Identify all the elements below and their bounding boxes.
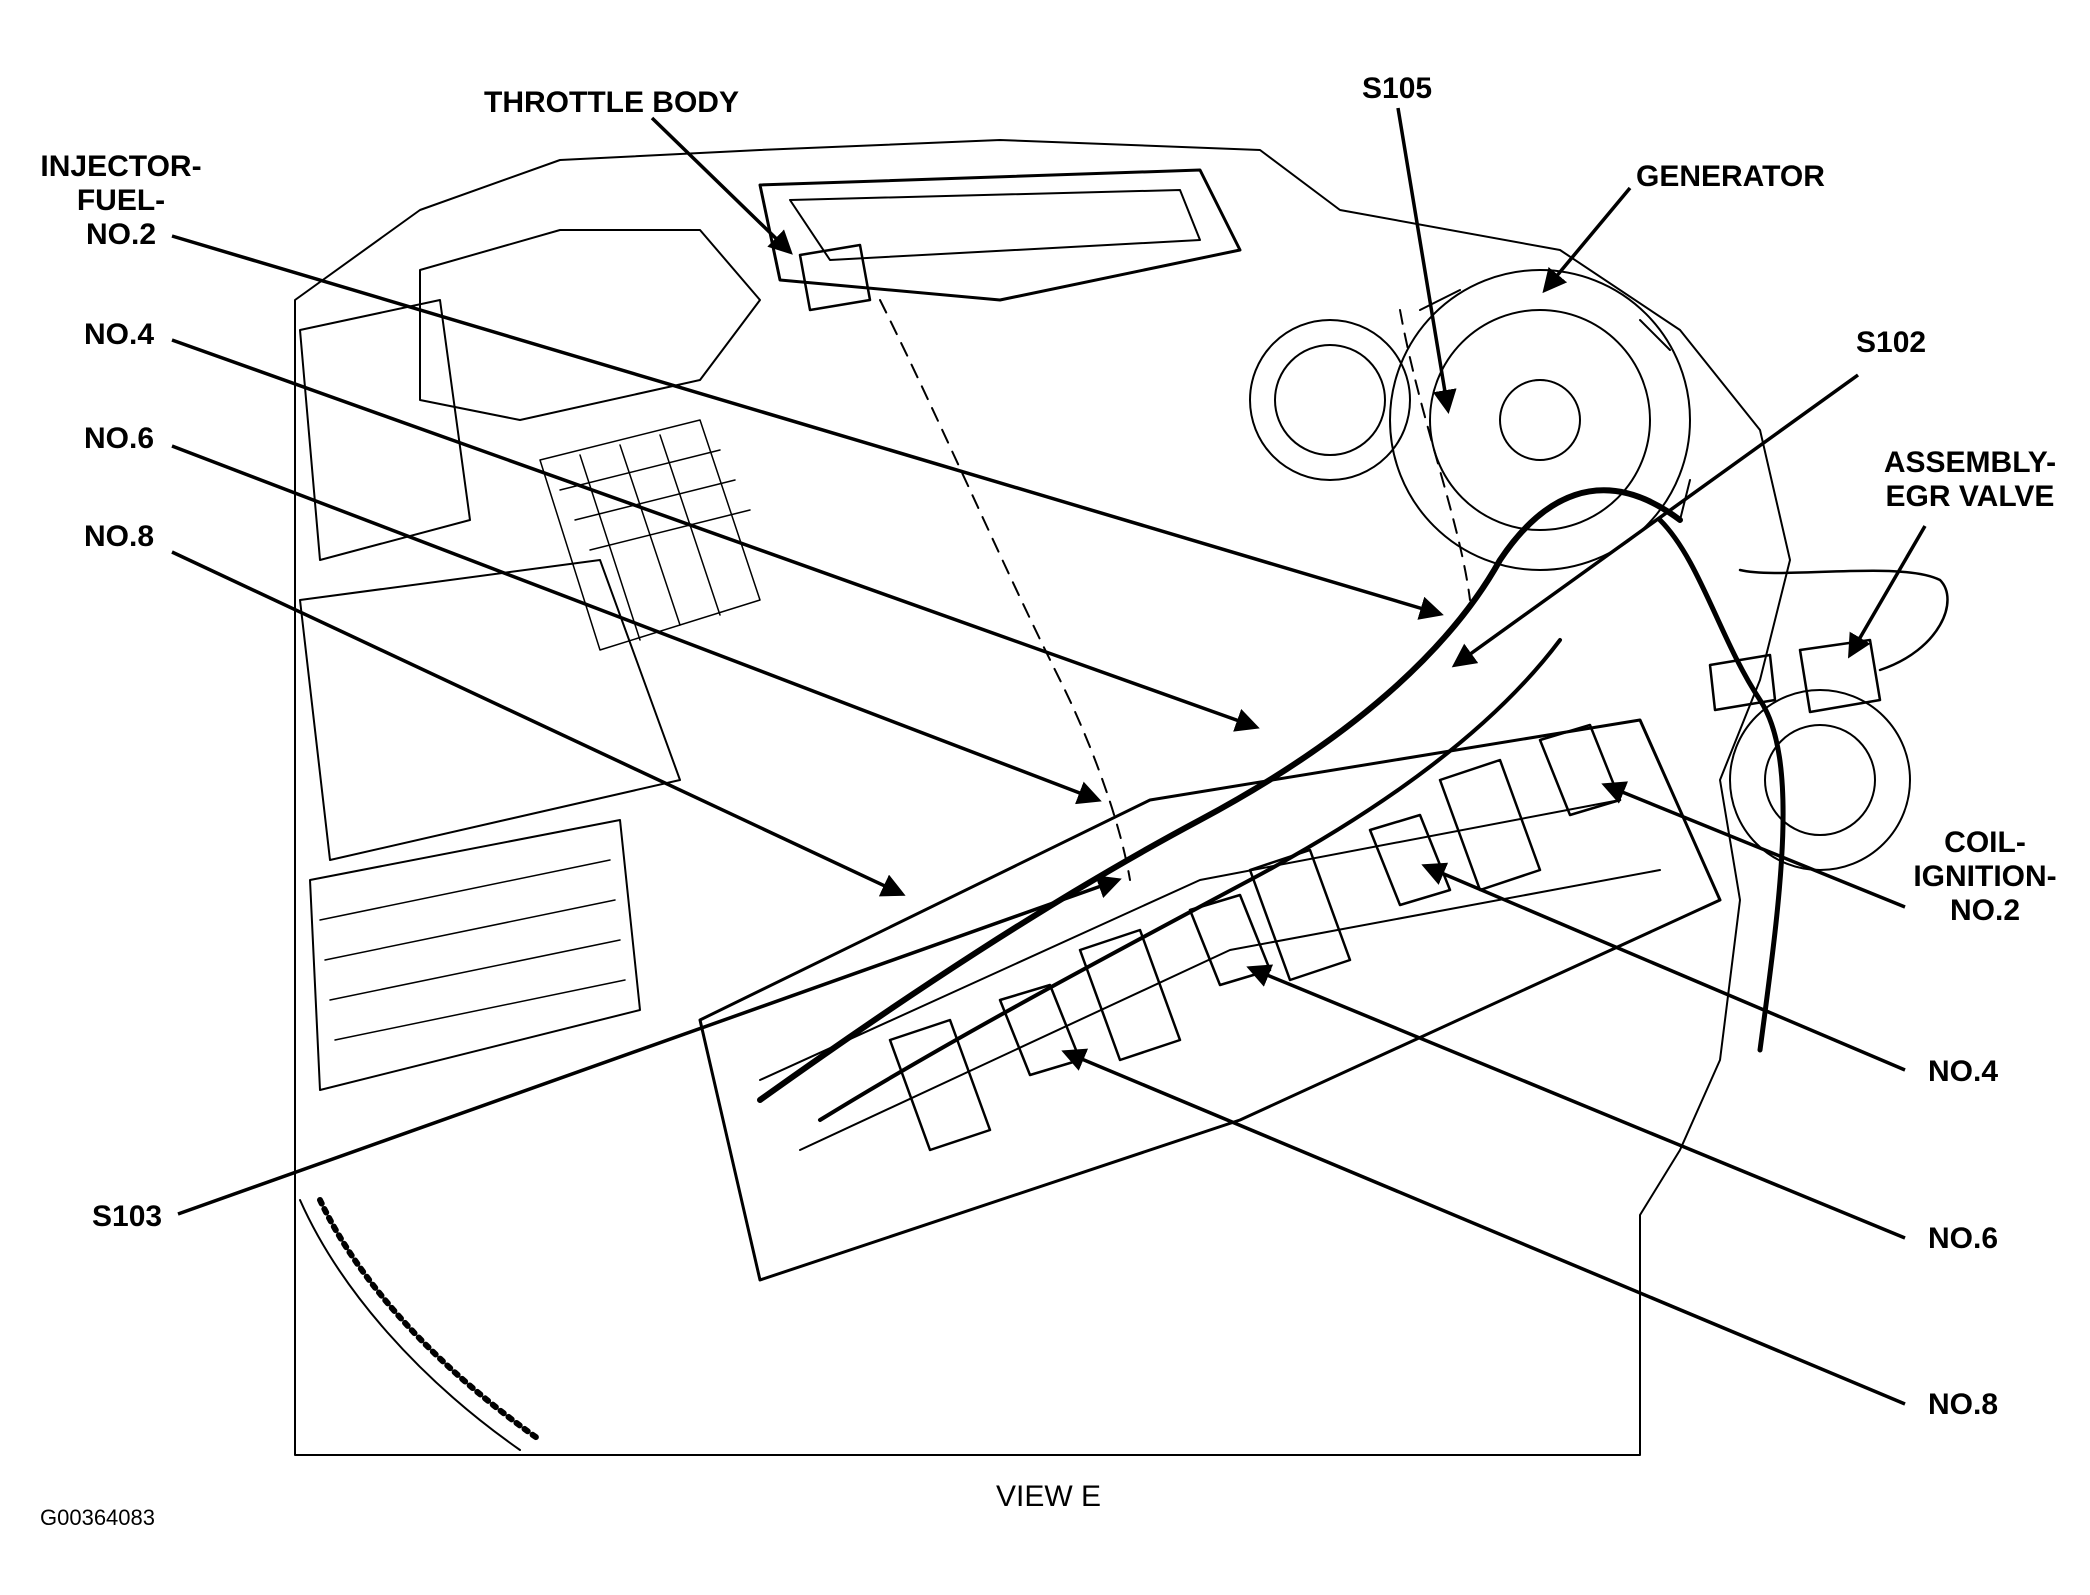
label-injector-fuel-no2: INJECTOR- FUEL- NO.2 (36, 150, 206, 252)
label-injector-line3: NO.2 (85, 218, 157, 251)
leader-s102 (1451, 373, 1860, 668)
leader-injector-no8 (171, 550, 906, 897)
label-coil-no4: NO.4 (1928, 1055, 1999, 1088)
leader-injector-no4 (171, 338, 1260, 732)
throttle-connector (798, 243, 872, 312)
accessory-pulley (1729, 689, 1911, 871)
label-coil-no6: NO.6 (1928, 1222, 1999, 1255)
leader-coil-no8 (1061, 1048, 1906, 1406)
label-coil-no8: NO.8 (1928, 1388, 1999, 1421)
view-caption: VIEW E (996, 1480, 1102, 1513)
flywheel-edge (299, 1199, 521, 1451)
intake-plenum (758, 168, 1242, 302)
label-injector-no6: NO.6 (84, 422, 155, 455)
leader-s105 (1396, 107, 1457, 414)
label-coil-line1: COIL- (1944, 826, 2026, 859)
wiring-harness (757, 487, 1683, 1103)
leader-injector-no2 (171, 234, 1444, 620)
label-s105: S105 (1362, 72, 1433, 105)
label-s103: S103 (92, 1200, 163, 1233)
airbox-grid (319, 419, 761, 1041)
label-egr-line2: EGR VALVE (1885, 480, 2055, 513)
label-injector-no8: NO.8 (84, 520, 155, 553)
leader-coil-no4 (1421, 862, 1906, 1072)
label-coil-line2: IGNITION- (1913, 860, 2057, 893)
leader-generator (1542, 186, 1632, 294)
label-generator: GENERATOR (1636, 160, 1825, 193)
intake-nameplate (789, 189, 1201, 261)
valve-cover (698, 718, 1722, 1282)
leader-coil-no6 (1246, 964, 1906, 1240)
engine-outline (294, 139, 1791, 1456)
label-coil-line3: NO.2 (1949, 894, 2021, 927)
label-s102: S102 (1856, 326, 1927, 359)
egr-connector (1708, 568, 1949, 714)
throttle-bore (1249, 319, 1411, 481)
figure-id: G00364083 (40, 1505, 155, 1530)
label-egr-line1: ASSEMBLY- (1883, 446, 2057, 479)
label-injector-line2: FUEL- (76, 184, 166, 217)
label-injector-no4: NO.4 (84, 318, 155, 351)
leader-coil-no2 (1601, 781, 1906, 909)
leader-throttle-body (650, 116, 793, 255)
leader-egr-valve (1847, 525, 1927, 659)
label-egr-valve: ASSEMBLY- EGR VALVE (1870, 446, 2070, 514)
label-injector-line1: INJECTOR- (40, 150, 202, 183)
label-throttle-body: THROTTLE BODY (484, 86, 739, 119)
leader-injector-no6 (171, 444, 1102, 805)
leader-s103 (177, 875, 1122, 1216)
label-coil-ignition-no2: COIL- IGNITION- NO.2 (1900, 826, 2070, 928)
generator-body (1389, 269, 1691, 571)
